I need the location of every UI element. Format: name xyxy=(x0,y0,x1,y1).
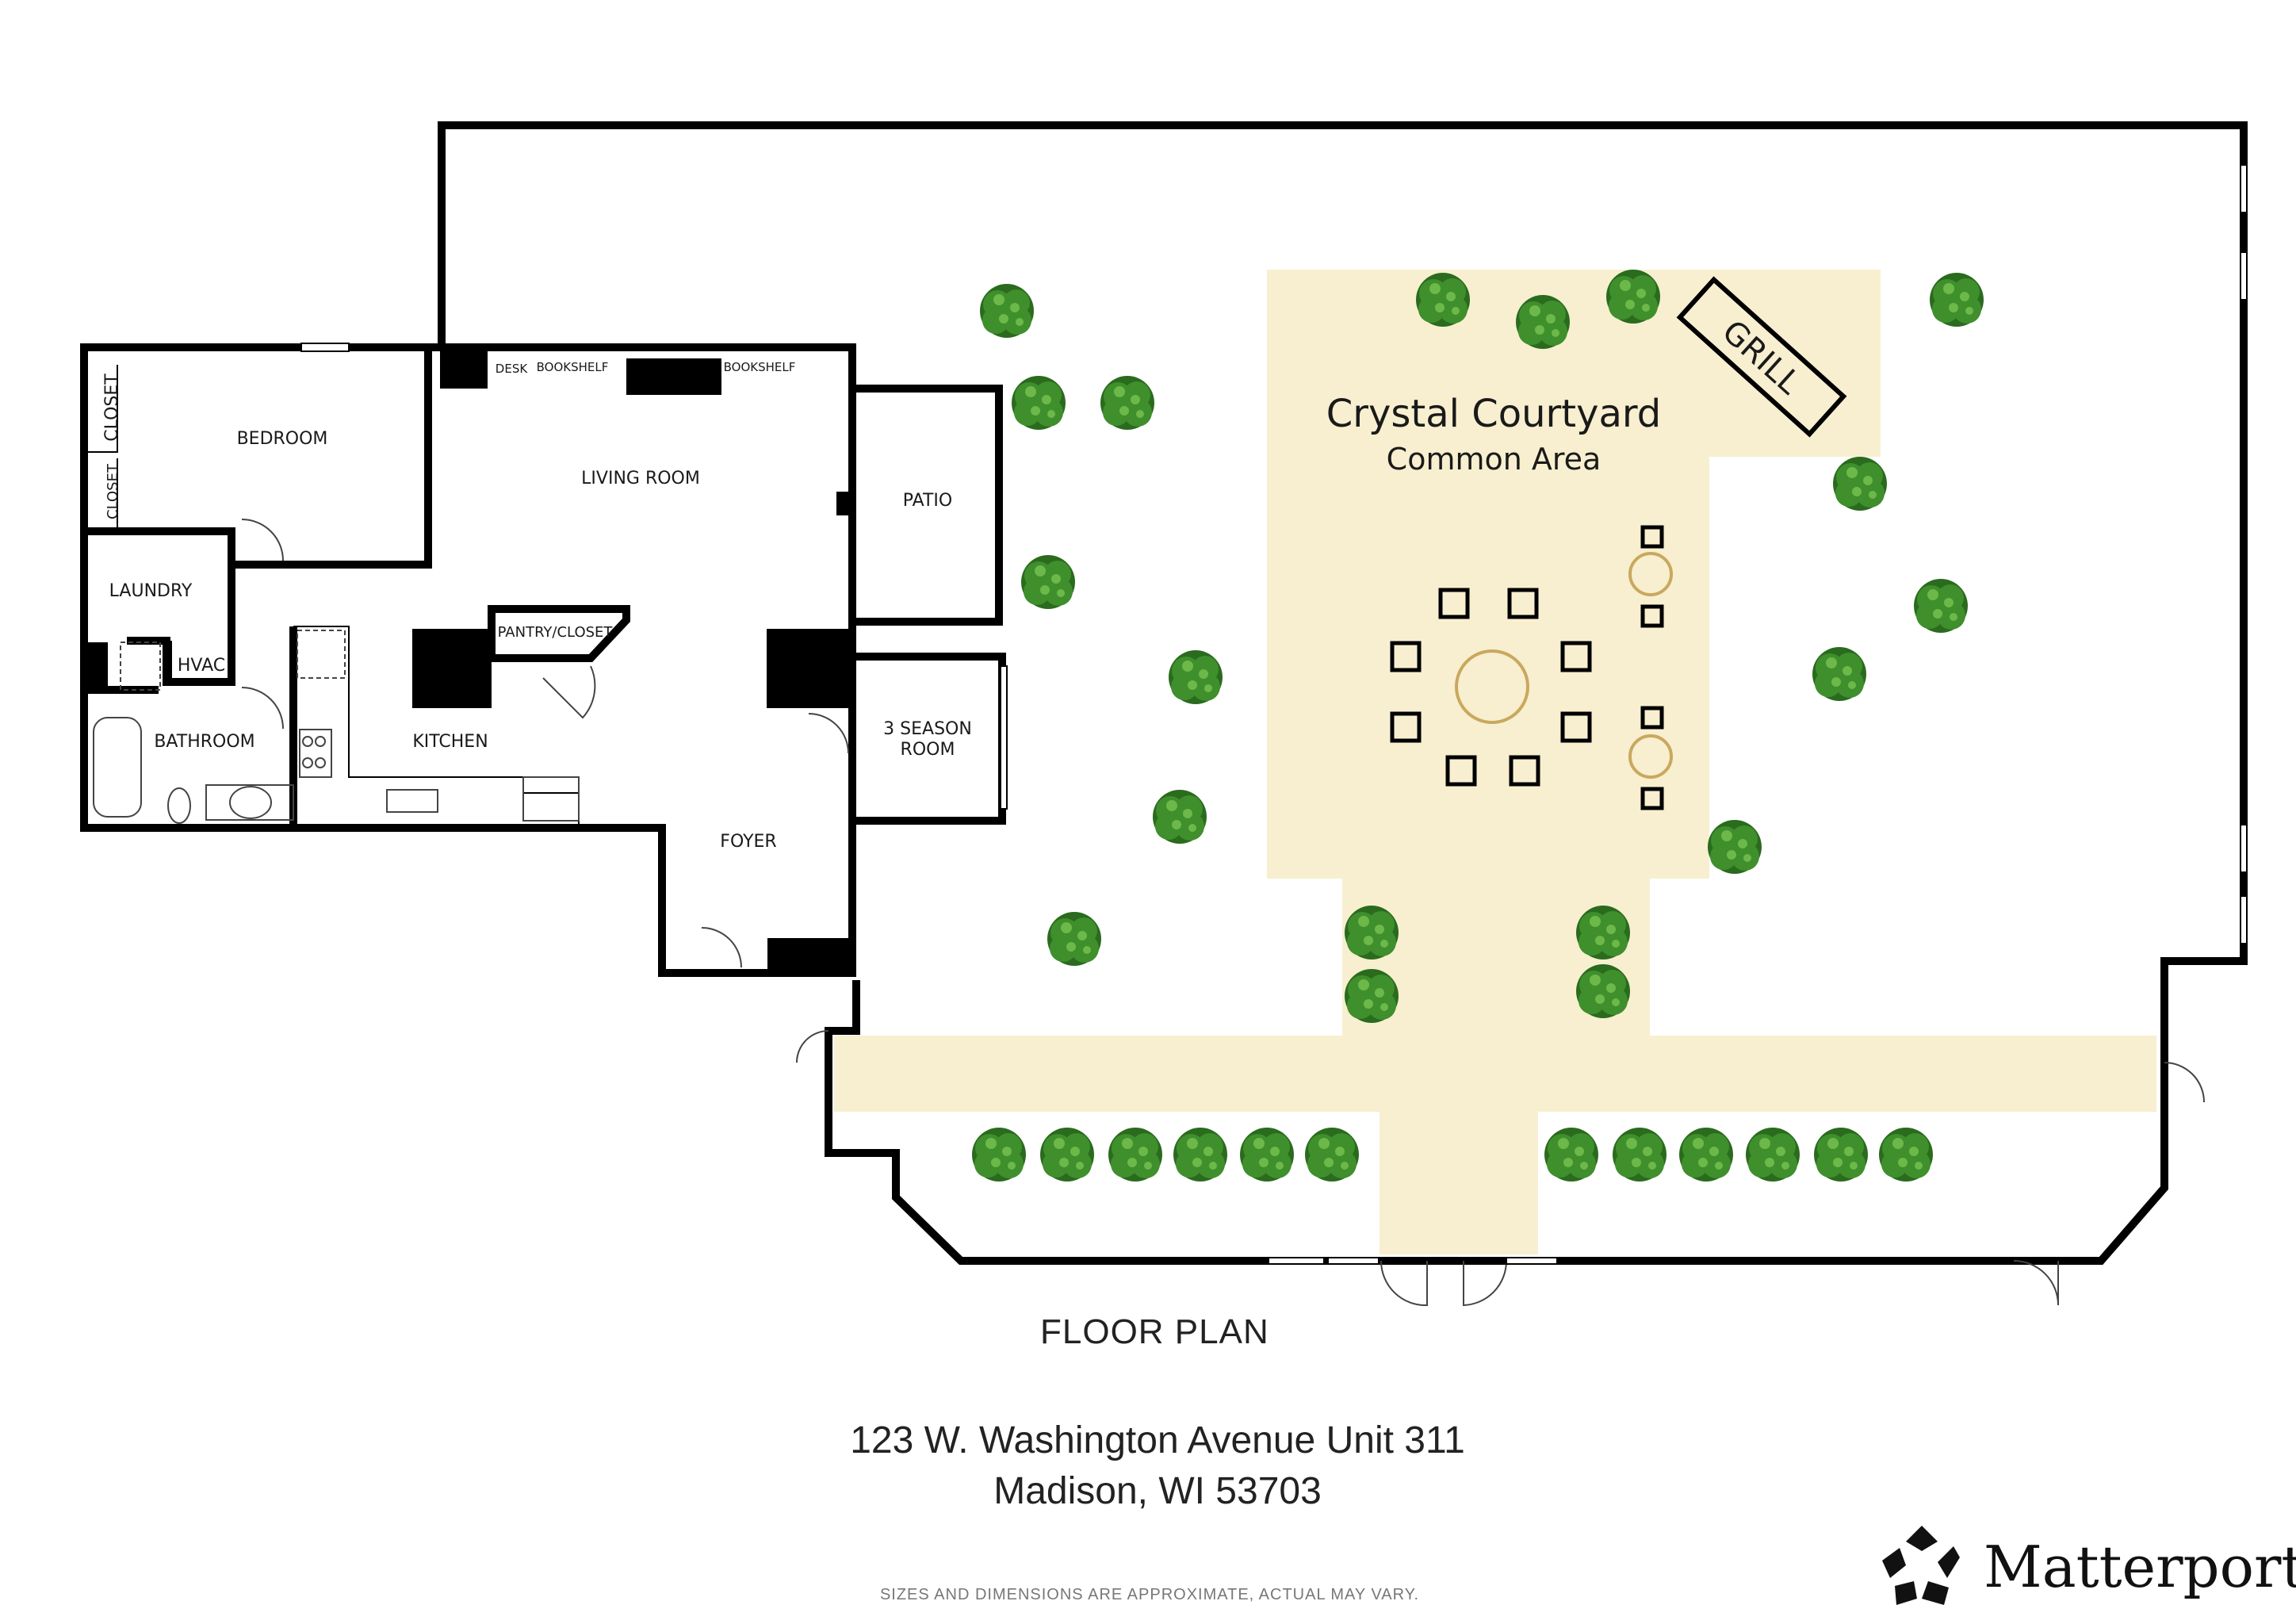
bathroom-label: BATHROOM xyxy=(154,732,254,752)
room-labels: CLOSET CLOSET BEDROOM LAUNDRY HVAC BATHR… xyxy=(102,360,1661,852)
disclaimer: SIZES AND DIMENSIONS ARE APPROXIMATE, AC… xyxy=(879,1586,1420,1603)
bookshelf-label-2: BOOKSHELF xyxy=(724,360,796,374)
brand-name: Matterport® xyxy=(1984,1534,2296,1600)
desk-label: DESK xyxy=(496,362,529,376)
brand-name-text: Matterport xyxy=(1984,1534,2296,1600)
patio-label: PATIO xyxy=(903,491,952,511)
matterport-logo-icon xyxy=(1882,1526,1960,1605)
bookshelf-label-1: BOOKSHELF xyxy=(537,360,609,374)
property-address: 123 W. Washington Avenue Unit 311 Madiso… xyxy=(817,1415,1498,1517)
courtyard-subtitle: Common Area xyxy=(1387,442,1601,477)
three-season-room-label-line1: 3 SEASON xyxy=(883,719,972,739)
brand-logo: Matterport® xyxy=(1877,1522,2296,1611)
closet-label-1: CLOSET xyxy=(102,373,122,442)
kitchen-label: KITCHEN xyxy=(412,732,488,752)
bedroom-label: BEDROOM xyxy=(237,429,328,449)
apartment-walls xyxy=(80,164,2248,1307)
living-room-label: LIVING ROOM xyxy=(581,469,700,488)
laundry-label: LAUNDRY xyxy=(109,581,193,601)
closet-label-2: CLOSET xyxy=(105,463,121,519)
three-season-room-label-line2: ROOM xyxy=(901,740,955,760)
address-line-2: Madison, WI 53703 xyxy=(993,1470,1322,1512)
foyer-label: FOYER xyxy=(720,832,776,852)
courtyard-common-area xyxy=(834,270,2156,1254)
pantry-closet-label: PANTRY/CLOSET xyxy=(498,624,614,641)
courtyard-seating xyxy=(1390,525,1673,810)
hvac-label: HVAC xyxy=(178,656,225,676)
courtyard-title: Crystal Courtyard xyxy=(1326,392,1662,436)
floor-plan-title: FLOOR PLAN xyxy=(1040,1312,1269,1351)
address-line-1: 123 W. Washington Avenue Unit 311 xyxy=(850,1419,1465,1461)
